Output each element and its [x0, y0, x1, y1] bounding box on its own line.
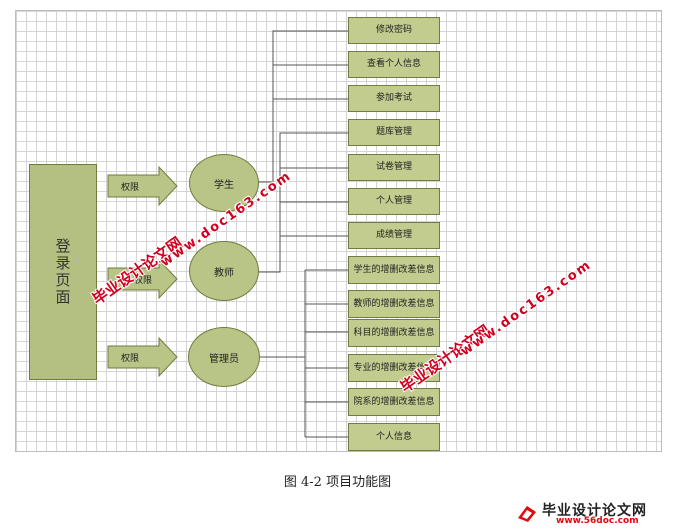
role-student-label: 学生: [214, 179, 234, 191]
function-box: 个人管理: [348, 188, 440, 215]
brand-name: 毕业设计论文网: [542, 503, 647, 519]
function-box: 个人信息: [348, 423, 440, 451]
function-box: 查看个人信息: [348, 51, 440, 78]
connector-student-1: [258, 30, 348, 183]
diagram-canvas: [15, 10, 662, 452]
brand-logo-icon: [518, 506, 536, 522]
function-box: 教师的增删改差信息: [348, 290, 440, 318]
figure-caption: 图 4-2 项目功能图: [283, 475, 392, 490]
login-page-label: 登录页面: [53, 238, 72, 306]
role-teacher: 教师: [189, 241, 259, 301]
login-page-node: 登录页面: [29, 164, 97, 380]
brand-logo-block: 毕业设计论文网 www.56doc.com: [512, 500, 672, 528]
permission-arrow-teacher: [107, 258, 178, 300]
function-box: 参加考试: [348, 85, 440, 112]
function-box: 试卷管理: [348, 154, 440, 181]
function-box: 院系的增删改差信息: [348, 388, 440, 416]
role-teacher-label: 教师: [214, 267, 234, 279]
brand-url: www.56doc.com: [556, 516, 639, 526]
role-student: 学生: [189, 154, 259, 212]
function-box: 科目的增删改差信息: [348, 319, 440, 347]
function-box: 题库管理: [348, 119, 440, 146]
role-admin: 管理员: [188, 327, 260, 387]
role-admin-label: 管理员: [209, 353, 239, 365]
permission-label-teacher: 权限: [134, 276, 153, 286]
function-box: 专业的增删改差信息: [348, 354, 440, 382]
function-box: 修改密码: [348, 17, 440, 44]
permission-arrow-admin: [107, 336, 178, 378]
permission-label-admin: 权限: [121, 354, 140, 364]
function-box: 学生的增删改差信息: [348, 256, 440, 284]
function-box: 成绩管理: [348, 222, 440, 249]
permission-label-student: 权限: [121, 183, 140, 193]
permission-arrow-student: [107, 165, 178, 207]
